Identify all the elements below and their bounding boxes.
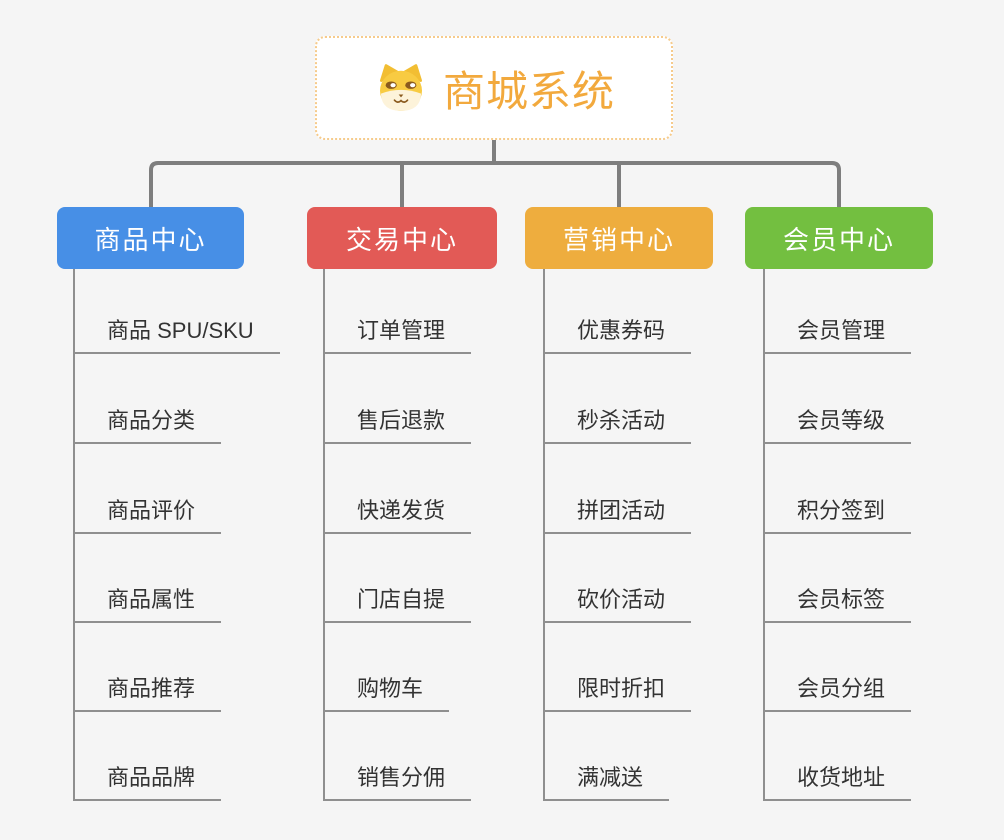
leaf-node[interactable]: 限时折扣	[543, 672, 692, 712]
leaf-node[interactable]: 商品 SPU/SKU	[73, 314, 280, 354]
leaf-node[interactable]: 销售分佣	[323, 761, 472, 801]
leaf-node[interactable]: 秒杀活动	[543, 404, 692, 444]
leaf-node[interactable]: 商品推荐	[73, 672, 222, 712]
branch-node-member-center[interactable]: 会员中心	[745, 207, 933, 269]
leaf-node[interactable]: 优惠券码	[543, 314, 692, 354]
leaf-node[interactable]: 购物车	[323, 672, 450, 712]
branch-node-marketing-center[interactable]: 营销中心	[525, 207, 713, 269]
leaf-node[interactable]: 砍价活动	[543, 583, 692, 623]
branch-node-product-center[interactable]: 商品中心	[57, 207, 244, 269]
leaf-node[interactable]: 会员等级	[763, 404, 912, 444]
dog-face-icon	[379, 64, 422, 111]
leaf-node[interactable]: 商品属性	[73, 583, 222, 623]
bus-line	[149, 161, 841, 209]
leaf-node[interactable]: 订单管理	[323, 314, 472, 354]
leaf-node[interactable]: 会员标签	[763, 583, 912, 623]
leaf-node[interactable]: 快递发货	[323, 494, 472, 534]
root-title: 商城系统	[442, 67, 615, 115]
branch-spine-line	[323, 269, 325, 801]
leaf-node[interactable]: 会员分组	[763, 672, 912, 712]
leaf-node[interactable]: 收货地址	[763, 761, 912, 801]
leaf-node[interactable]: 售后退款	[323, 404, 472, 444]
leaf-node[interactable]: 会员管理	[763, 314, 912, 354]
branch-node-trade-center[interactable]: 交易中心	[307, 207, 497, 269]
leaf-node[interactable]: 商品品牌	[73, 761, 222, 801]
leaf-node[interactable]: 满减送	[543, 761, 670, 801]
leaf-node[interactable]: 积分签到	[763, 494, 912, 534]
leaf-node[interactable]: 商品评价	[73, 494, 222, 534]
branch-spine-line	[543, 269, 545, 801]
leaf-node[interactable]: 拼团活动	[543, 494, 692, 534]
root-node[interactable]: 商城系统	[315, 36, 673, 140]
leaf-node[interactable]: 门店自提	[323, 583, 472, 623]
leaf-node[interactable]: 商品分类	[73, 404, 222, 444]
branch-spine-line	[763, 269, 765, 801]
branch-spine-line	[73, 269, 75, 801]
